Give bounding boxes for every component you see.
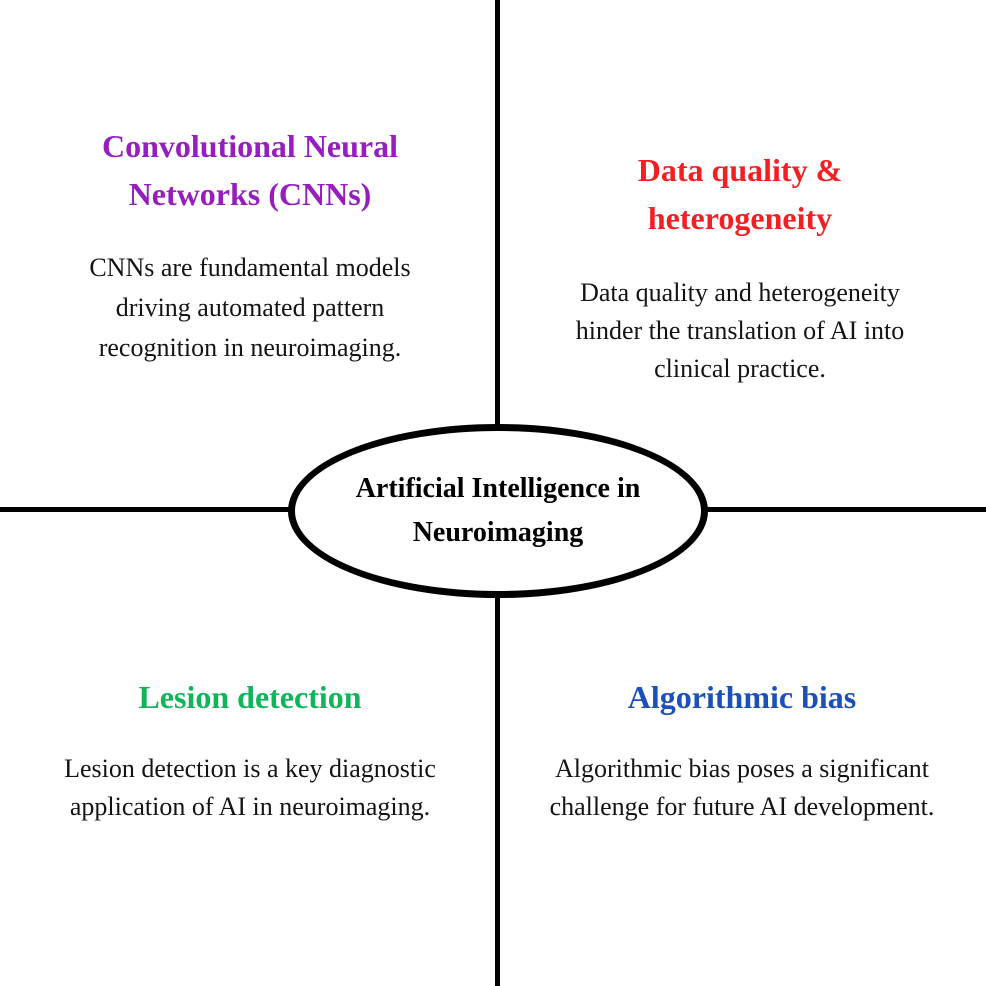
quadrant-tr-body: Data quality and heterogeneity hinder th… bbox=[510, 274, 970, 388]
quadrant-bl-heading: Lesion detection bbox=[20, 673, 480, 721]
quadrant-br-heading: Algorithmic bias bbox=[512, 673, 972, 721]
quadrant-bl-heading-line-1: Lesion detection bbox=[138, 679, 362, 715]
center-node-label-line-2: Neuroimaging bbox=[412, 517, 584, 548]
quadrant-tl-body-line-1: CNNs are fundamental models bbox=[89, 253, 411, 282]
quadrant-tr-body-line-1: Data quality and heterogeneity bbox=[580, 278, 900, 307]
quadrant-bl-body-line-2: application of AI in neuroimaging. bbox=[69, 792, 431, 821]
quadrant-bl-body-line-1: Lesion detection is a key diagnostic bbox=[64, 754, 436, 783]
quadrant-tl-heading-line-1: Convolutional Neural bbox=[101, 128, 399, 164]
quadrant-tl-heading: Convolutional Neural Networks (CNNs) bbox=[20, 122, 480, 218]
quadrant-tr-heading: Data quality & heterogeneity bbox=[510, 146, 970, 242]
quadrant-br-body: Algorithmic bias poses a significant cha… bbox=[512, 750, 972, 826]
quadrant-tr-body-line-3: clinical practice. bbox=[654, 354, 826, 383]
quadrant-top-right: Data quality & heterogeneity Data qualit… bbox=[510, 146, 970, 388]
quadrant-tl-body-line-3: recognition in neuroimaging. bbox=[98, 333, 402, 362]
center-node-ellipse: Artificial Intelligence in Neuroimaging bbox=[288, 424, 708, 598]
quadrant-bl-body: Lesion detection is a key diagnostic app… bbox=[20, 750, 480, 826]
quadrant-tl-heading-line-2: Networks (CNNs) bbox=[128, 176, 372, 212]
center-node-label-line-1: Artificial Intelligence in bbox=[355, 473, 641, 504]
quadrant-tr-body-line-2: hinder the translation of AI into bbox=[575, 316, 905, 345]
quadrant-bottom-right: Algorithmic bias Algorithmic bias poses … bbox=[512, 673, 972, 826]
quadrant-tl-body: CNNs are fundamental models driving auto… bbox=[20, 248, 480, 368]
quadrant-tl-body-line-2: driving automated pattern bbox=[115, 293, 385, 322]
quadrant-top-left: Convolutional Neural Networks (CNNs) CNN… bbox=[20, 122, 480, 368]
quadrant-bottom-left: Lesion detection Lesion detection is a k… bbox=[20, 673, 480, 826]
quadrant-br-body-line-2: challenge for future AI development. bbox=[549, 792, 935, 821]
quadrant-br-body-line-1: Algorithmic bias poses a significant bbox=[554, 754, 930, 783]
quadrant-br-heading-line-1: Algorithmic bias bbox=[627, 679, 857, 715]
quadrant-tr-heading-line-2: heterogeneity bbox=[647, 200, 833, 236]
quadrant-tr-heading-line-1: Data quality & bbox=[637, 152, 843, 188]
